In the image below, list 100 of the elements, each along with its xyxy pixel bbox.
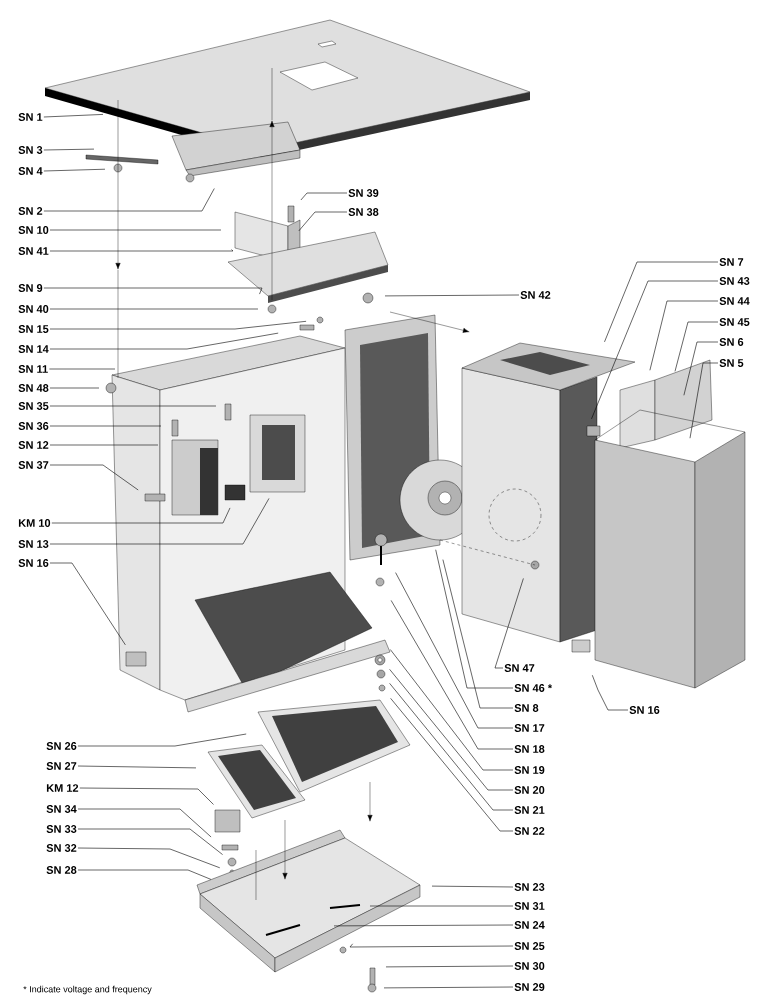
part-number: SN 43 [719,277,750,285]
part-number: SN 22 [514,827,545,835]
leader-line [349,943,514,948]
part-number: KM 10 [18,519,51,527]
leader-line [395,572,514,729]
leader-line [592,674,629,711]
leader-line [43,168,106,172]
part-number: SN 16 [629,706,660,714]
part-number: SN 11 [18,365,48,373]
leader-line [384,294,520,297]
leader-line [442,559,514,709]
part-number: SN 26 [46,742,77,750]
leader-line [49,405,217,407]
leader-line [604,261,719,343]
part-number: SN 42 [520,291,551,299]
part-number: SN 1 [18,113,43,121]
leader-line [369,905,514,907]
part-number: SN 4 [18,167,43,175]
part-number: SN 29 [514,983,545,991]
part-number: SN 27 [46,762,77,770]
part-number: SN 21 [514,806,545,814]
part-number: SN 19 [514,766,545,774]
leader-line [77,828,223,855]
leader-line [77,765,197,769]
leader-line [389,669,514,791]
part-number: SN 9 [18,284,43,292]
leader-line [649,300,719,371]
leader-line [51,507,231,524]
part-number: SN 12 [18,441,49,449]
part-number: SN 7 [719,258,744,266]
part-number: SN 8 [514,704,539,712]
part-number: SN 44 [719,297,750,305]
part-number: SN 31 [514,902,545,910]
leader-line [389,683,514,811]
leader-line [77,733,247,747]
part-number: SN 40 [18,305,49,313]
part-number: SN 20 [514,786,545,794]
leader-line [49,387,100,389]
part-number: SN 17 [514,724,545,732]
part-number: SN 38 [348,208,379,216]
leader-line [49,332,279,350]
leader-line [390,600,514,750]
part-number: SN 14 [18,345,49,353]
part-number: SN 3 [18,146,43,154]
leader-line [49,249,234,252]
part-number: SN 2 [18,207,43,215]
leader-line [298,211,348,232]
part-number: SN 35 [18,402,49,410]
part-number: SN 47 [504,664,535,672]
leader-line [43,188,215,212]
leader-line [49,498,270,545]
leader-line [43,114,104,118]
leader-line [49,321,307,330]
leader-line [77,869,212,880]
leader-line [333,924,514,927]
leader-line [385,965,514,968]
leader-line [43,287,263,295]
leader-line [49,425,162,427]
leader-line [390,698,514,832]
leader-line [683,341,719,396]
footnote: * Indicate voltage and frequency [23,985,152,995]
leader-line [77,847,221,869]
part-number: KM 12 [46,784,79,792]
leader-line [49,464,139,491]
part-number: SN 28 [46,866,77,874]
leader-line [300,192,348,201]
leader-line [49,562,126,646]
leader-line [689,362,719,439]
leader-line [431,885,514,888]
part-number: SN 34 [46,805,77,813]
leader-line [591,280,719,420]
leader-line [49,444,159,446]
leader-line [674,321,719,372]
leader-line [79,787,214,805]
part-number: SN 13 [18,540,49,548]
leader-line [77,808,212,838]
part-number: SN 33 [46,825,77,833]
part-number: SN 5 [719,359,744,367]
part-number: SN 37 [18,461,49,469]
leader-line [390,649,514,771]
part-number: SN 41 [18,247,49,255]
leader-line [49,229,222,231]
part-number: SN 6 [719,338,744,346]
part-number: SN 45 [719,318,750,326]
part-number: SN 39 [348,189,379,197]
part-number: SN 24 [514,921,545,929]
part-number: SN 25 [514,942,545,950]
part-number: SN 30 [514,962,545,970]
leader-line [435,549,514,689]
part-number: SN 32 [46,844,77,852]
leader-line [383,986,514,989]
leader-line [494,578,524,669]
part-number: SN 36 [18,422,49,430]
leader-line [49,308,259,310]
part-number: SN 10 [18,226,49,234]
part-number: SN 46 * [514,684,553,692]
leader-line [49,368,116,370]
part-number: SN 16 [18,559,49,567]
part-number: SN 48 [18,384,49,392]
part-number: SN 23 [514,883,545,891]
